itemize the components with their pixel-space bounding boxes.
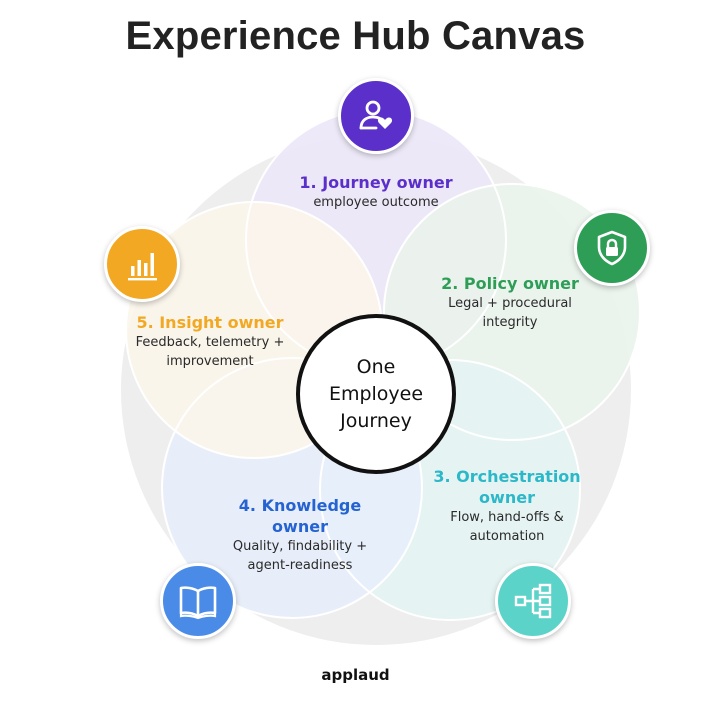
insight-owner-heading: 5. Insight owner (136, 313, 284, 332)
knowledge-owner-desc-line2: agent-readiness (247, 558, 353, 573)
knowledge-owner-heading-line2: owner (272, 517, 328, 536)
brand-logo: applaud (321, 666, 390, 684)
policy-owner-desc-line2: integrity (482, 315, 538, 330)
policy-owner-label: 2. Policy owner Legal + procedural integ… (420, 273, 600, 332)
center-label: One Employee Journey (296, 314, 456, 474)
journey-owner-desc: employee outcome (313, 195, 439, 210)
orchestration-owner-label: 3. Orchestration owner Flow, hand-offs &… (420, 466, 594, 546)
page-title: Experience Hub Canvas (125, 14, 586, 58)
open-book-icon (160, 563, 236, 639)
shield-lock-icon (574, 210, 650, 286)
knowledge-owner-desc-line1: Quality, findability + (232, 539, 368, 554)
orchestration-owner-heading-line1: 3. Orchestration (433, 467, 581, 486)
knowledge-owner-heading-line1: 4. Knowledge (238, 496, 362, 515)
knowledge-owner-label: 4. Knowledge owner Quality, findability … (200, 495, 400, 575)
policy-owner-heading: 2. Policy owner (441, 274, 579, 293)
orchestration-owner-desc-line2: automation (469, 529, 545, 544)
insight-owner-desc-line2: improvement (166, 354, 254, 369)
bar-chart-icon (104, 226, 180, 302)
insight-owner-desc-line1: Feedback, telemetry + (135, 335, 285, 350)
journey-owner-heading: 1. Journey owner (299, 173, 453, 192)
center-circle (296, 314, 456, 474)
user-heart-icon (338, 78, 414, 154)
center-line-3: Journey (340, 409, 412, 432)
orchestration-owner-heading-line2: owner (479, 488, 535, 507)
insight-owner-label: 5. Insight owner Feedback, telemetry + i… (112, 312, 308, 371)
flow-diagram-icon (495, 563, 571, 639)
center-line-2: Employee (328, 382, 424, 405)
policy-owner-desc-line1: Legal + procedural (448, 296, 572, 311)
journey-owner-label: 1. Journey owner employee outcome (276, 172, 476, 212)
center-line-1: One (356, 355, 396, 378)
orchestration-owner-desc-line1: Flow, hand-offs & (450, 510, 564, 525)
